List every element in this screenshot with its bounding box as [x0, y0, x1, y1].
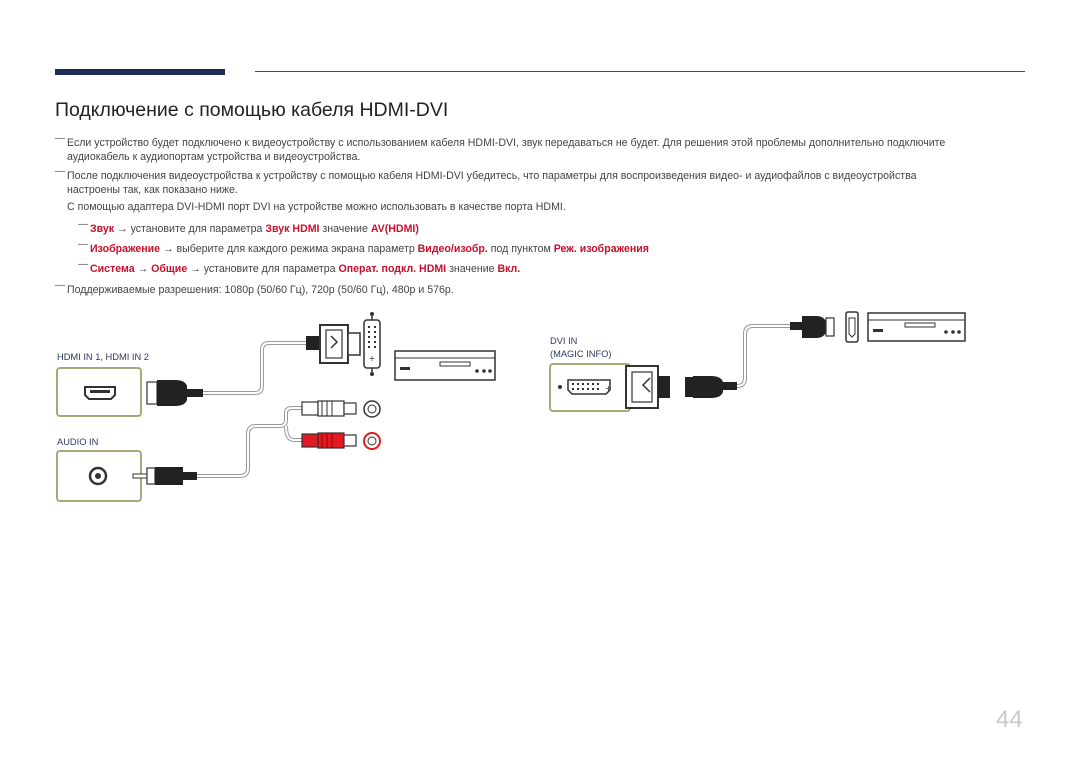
setting-text: → установите для параметра	[114, 223, 266, 235]
menu-system: Система	[90, 263, 135, 275]
label-audio-in: AUDIO IN	[57, 437, 99, 447]
note-1-line-1: Если устройство будет подключено к видео…	[67, 137, 946, 149]
menu-sound: Звук	[90, 223, 115, 235]
menu-general: Общие	[151, 263, 188, 275]
rca-plug-red	[301, 432, 357, 449]
setting-text: →	[134, 263, 152, 275]
note-2-line-2: настроены так, как показано ниже.	[67, 184, 238, 196]
label-dvi-in: DVI IN	[550, 336, 578, 346]
note-2-line-1: После подключения видеоустройства к устр…	[67, 170, 917, 182]
hdmi-plug-top-right	[790, 316, 835, 338]
label-hdmi-in: HDMI IN 1, HDMI IN 2	[57, 352, 149, 362]
dvi-port-icon: +	[558, 379, 612, 395]
note-dash: —	[55, 280, 65, 291]
page-number: 44	[996, 706, 1023, 733]
value-av-hdmi: AV(HDMI)	[370, 223, 419, 235]
note-dash: —	[55, 133, 65, 144]
label-magic-info: (MAGIC INFO)	[550, 349, 612, 359]
dvi-port-device-left: +	[363, 312, 381, 376]
value-picture-mode: Реж. изображения	[553, 243, 649, 255]
setting-picture: Изображение → выберите для каждого режим…	[90, 242, 649, 256]
adapter-note: С помощью адаптера DVI-HDMI порт DVI на …	[67, 201, 566, 213]
setting-text: → установите для параметра	[187, 263, 339, 275]
minijack-plug	[132, 467, 197, 485]
header-rule	[255, 71, 1025, 72]
hdmi-plug-left	[146, 380, 203, 406]
param-hdmi-sound: Звук HDMI	[265, 223, 320, 235]
setting-sound: Звук → установите для параметра Звук HDM…	[90, 222, 419, 236]
header-accent-bar	[55, 69, 225, 75]
menu-picture: Изображение	[90, 243, 161, 255]
svg-text:+: +	[369, 354, 376, 363]
param-video-picture: Видео/изобр.	[417, 243, 488, 255]
hdmi-plug-right	[685, 376, 737, 398]
note-dash: —	[78, 239, 88, 250]
dvi-plug-right	[625, 365, 670, 409]
page-title: Подключение с помощью кабеля HDMI-DVI	[55, 99, 449, 121]
resolutions-note: Поддерживаемые разрешения: 1080p (50/60 …	[67, 284, 454, 296]
dvi-plug-left	[306, 324, 361, 364]
param-hdmi-hot-plug: Операт. подкл. HDMI	[338, 263, 447, 275]
setting-text: значение	[446, 263, 498, 275]
svg-text:+: +	[605, 384, 612, 393]
value-on: Вкл.	[497, 263, 521, 275]
note-dash: —	[78, 219, 88, 230]
video-device-left	[394, 350, 496, 381]
setting-text: → выберите для каждого режима экрана пар…	[160, 243, 418, 255]
note-dash: —	[55, 166, 65, 177]
setting-text: под пунктом	[487, 243, 554, 255]
setting-system: Система → Общие → установите для парамет…	[90, 262, 520, 276]
video-device-right	[867, 312, 966, 342]
hdmi-port-device-right	[845, 311, 859, 343]
rca-plug-white	[301, 400, 357, 417]
note-1-line-2: аудиокабель к аудиопортам устройства и в…	[67, 151, 361, 163]
note-dash: —	[78, 259, 88, 270]
setting-text: значение	[319, 223, 371, 235]
